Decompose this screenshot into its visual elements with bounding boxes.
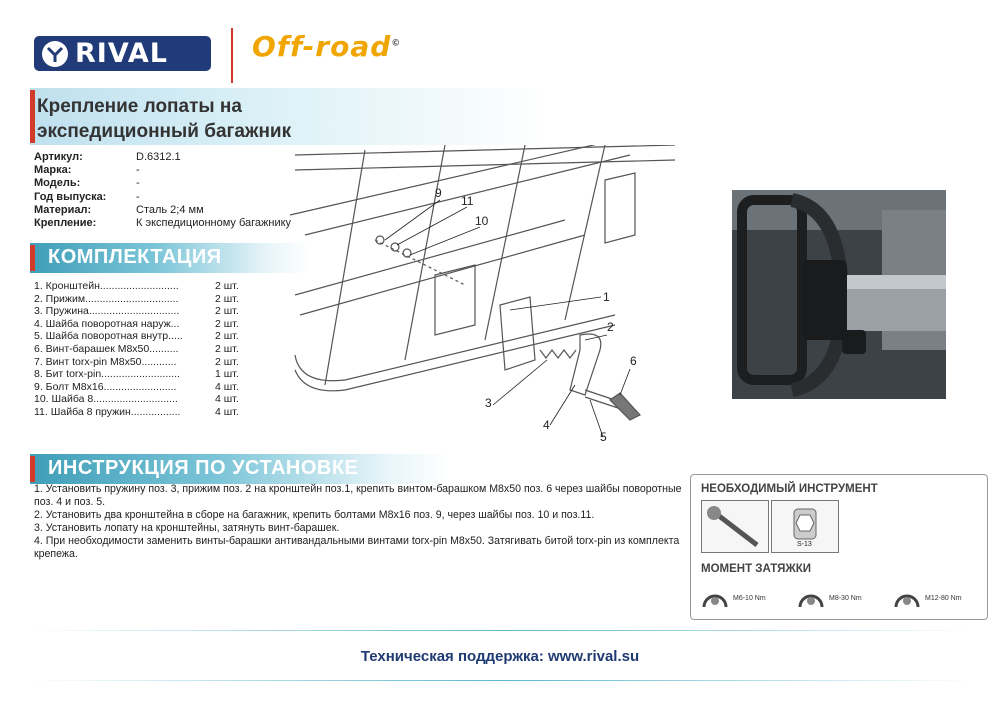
callout-9: 9 xyxy=(435,186,442,200)
torque-item: M12-80 Nm xyxy=(893,585,989,611)
socket-size: S-13 xyxy=(797,541,812,548)
instr-heading-band: ИНСТРУКЦИЯ ПО УСТАНОВКЕ xyxy=(30,454,450,484)
instruction-step: 4. При необходимости заменить винты-бара… xyxy=(34,534,680,560)
assembly-drawing: 9 11 10 1 2 6 3 4 5 xyxy=(289,145,676,444)
torque-list: M6-10 Nm M8-30 Nm M12-80 Nm xyxy=(701,585,989,611)
spec-row: Артикул:D.6312.1 xyxy=(34,151,181,163)
list-item: 3. Пружина..............................… xyxy=(34,305,239,318)
kit-heading-band: КОМПЛЕКТАЦИЯ xyxy=(30,243,310,273)
callout-11: 11 xyxy=(461,194,474,208)
socket-icon: S-13 xyxy=(771,500,839,553)
spec-row: Марка:- xyxy=(34,164,140,177)
callout-10: 10 xyxy=(475,214,489,228)
callout-3: 3 xyxy=(485,396,492,410)
torque-item: M8-30 Nm xyxy=(797,585,893,611)
torque-icon xyxy=(798,594,824,608)
page-title: Крепление лопаты на экспедиционный багаж… xyxy=(37,96,292,142)
instr-heading: ИНСТРУКЦИЯ ПО УСТАНОВКЕ xyxy=(48,457,359,479)
spec-row: Крепление:К экспедиционному багажнику xyxy=(34,217,292,230)
parts-list: 1. Кронштейн...........................2… xyxy=(34,280,239,419)
instruction-step: 3. Установить лопату на кронштейны, затя… xyxy=(34,521,340,534)
list-item: 7. Винт torx-pin М8х50............2 шт. xyxy=(34,355,239,368)
instructions: 1. Установить пружину поз. 3, прижим поз… xyxy=(34,483,684,560)
callout-1: 1 xyxy=(603,290,610,304)
spec-table: Артикул:D.6312.1 Марка:- Модель:- Год вы… xyxy=(34,151,291,230)
list-item: 8. Бит torx-pin.........................… xyxy=(34,368,239,381)
callout-5: 5 xyxy=(600,430,607,444)
list-item: 9. Болт М8х16.........................4 … xyxy=(34,380,239,393)
tools-title: НЕОБХОДИМЫЙ ИНСТРУМЕНТ xyxy=(701,483,878,495)
list-item: 6. Винт-барашек М8х50..........2 шт. xyxy=(34,342,239,355)
torque-title: МОМЕНТ ЗАТЯЖКИ xyxy=(701,563,812,575)
spec-row: Год выпуска:- xyxy=(34,190,140,203)
kit-heading: КОМПЛЕКТАЦИЯ xyxy=(48,246,222,268)
rival-logo: RIVAL xyxy=(34,36,211,71)
torque-item: M6-10 Nm xyxy=(701,585,797,611)
torque-icon xyxy=(894,594,920,608)
callout-2: 2 xyxy=(607,320,614,334)
rival-emblem-icon xyxy=(42,40,68,67)
product-photo xyxy=(732,190,946,399)
list-item: 4. Шайба поворотная наруж...2 шт. xyxy=(34,317,239,330)
instruction-step: 2. Установить два кронштейна в сборе на … xyxy=(34,508,595,521)
list-item: 1. Кронштейн...........................2… xyxy=(34,280,239,292)
list-item: 5. Шайба поворотная внутр.....2 шт. xyxy=(34,330,239,343)
support-footer: Техническая поддержка: www.rival.su xyxy=(360,648,640,665)
footer-line-bottom xyxy=(30,680,975,681)
header-divider xyxy=(231,28,233,83)
offroad-logo: Off-road© xyxy=(252,30,402,63)
instruction-step: 1. Установить пружину поз. 3, прижим поз… xyxy=(34,483,682,508)
spec-row: Модель:- xyxy=(34,177,140,190)
title-band xyxy=(30,88,550,145)
brand-name: RIVAL xyxy=(75,38,169,69)
list-item: 11. Шайба 8 пружин.................4 шт. xyxy=(34,405,239,418)
ratchet-icon xyxy=(701,500,769,553)
callout-4: 4 xyxy=(543,418,550,432)
torque-icon xyxy=(702,594,728,608)
list-item: 2. Прижим...............................… xyxy=(34,292,239,305)
list-item: 10. Шайба 8.............................… xyxy=(34,393,239,406)
spec-row: Материал:Сталь 2;4 мм xyxy=(34,203,204,216)
tools-panel: НЕОБХОДИМЫЙ ИНСТРУМЕНТ S-13 МОМЕНТ ЗАТЯЖ… xyxy=(690,474,988,620)
callout-6: 6 xyxy=(630,354,637,368)
footer-line-top xyxy=(30,630,975,631)
